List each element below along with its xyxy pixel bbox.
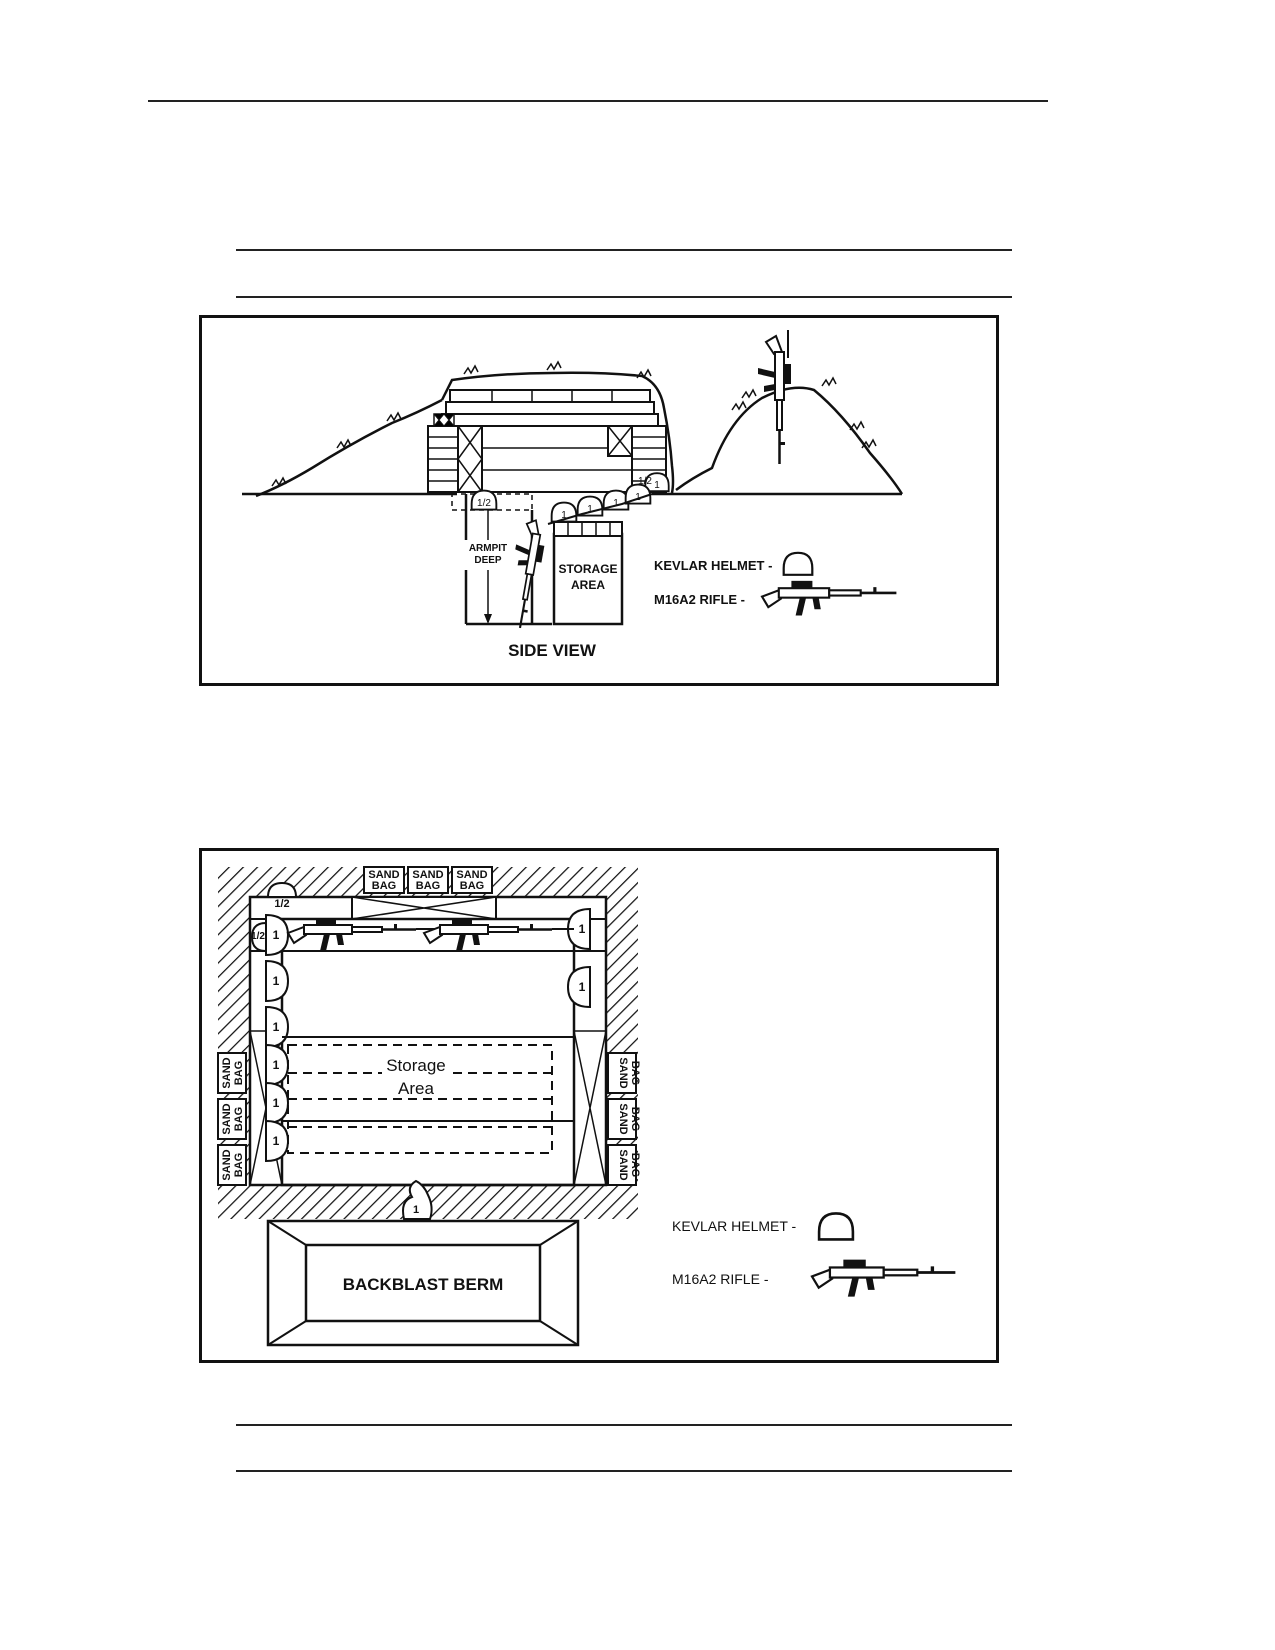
side-mark-1c: 1 <box>613 498 619 509</box>
side-storage-label-1: STORAGE <box>558 562 617 576</box>
top-legend-rifle-icon <box>810 1258 957 1298</box>
top-sandbag-2-l1: SAND <box>412 869 443 881</box>
right-sandbag-2-l2: BAG <box>629 1107 641 1131</box>
bottom-rule-1 <box>236 1424 1012 1426</box>
armpit-label-1: ARMPIT <box>469 543 507 554</box>
left-sandbag-3-l2: BAG <box>233 1153 245 1177</box>
top-mark-half-1: 1/2 <box>274 898 289 910</box>
right-sandbag-1-l2: BAG <box>629 1061 641 1085</box>
left-mark-6: 1 <box>273 1134 280 1148</box>
top-legend-helmet-icon <box>817 1212 855 1241</box>
top-sandbag-2-l2: BAG <box>416 880 440 892</box>
left-mark-2: 1 <box>273 974 280 988</box>
side-mark-half-2: 1/2 <box>638 476 652 487</box>
top-sandbag-3-l1: SAND <box>456 869 487 881</box>
right-sandbag-3-l2: BAG <box>629 1153 641 1177</box>
entrance-mark: 1 <box>413 1204 419 1216</box>
left-sandbag-2-l1: SAND <box>221 1103 233 1134</box>
side-mark-1d: 1 <box>635 492 641 503</box>
top-view-panel: SAND BAG SAND BAG SAND BAG SAND BAG SAND… <box>199 848 999 1363</box>
side-legend-rifle-icon <box>760 579 898 617</box>
side-view-diagram: 1 ARMPIT DEEP 1/2 1 1 1 1 1/2 STORAGE AR… <box>242 330 904 660</box>
side-mark-ground: 1 <box>654 480 660 491</box>
right-mark-1: 1 <box>579 922 586 936</box>
left-sandbag-3-l1: SAND <box>221 1149 233 1180</box>
left-sandbag-1-l2: BAG <box>233 1061 245 1085</box>
left-sandbag-1-l1: SAND <box>221 1057 233 1088</box>
side-legend-helmet: KEVLAR HELMET - <box>654 558 772 573</box>
top-legend-helmet: KEVLAR HELMET - <box>672 1218 797 1234</box>
top-view-diagram: SAND BAG SAND BAG SAND BAG SAND BAG SAND… <box>217 866 957 1347</box>
top-sandbag-1-l2: BAG <box>372 880 396 892</box>
top-rule-1 <box>236 249 1012 251</box>
top-storage-label-2: Area <box>398 1079 434 1098</box>
top-storage-label-1: Storage <box>386 1056 446 1075</box>
side-storage-label-2: AREA <box>571 578 605 592</box>
side-mark-1b: 1 <box>587 504 593 515</box>
right-sandbag-3-l1: SAND <box>617 1149 629 1180</box>
header-rule <box>148 100 1048 102</box>
left-mark-4: 1 <box>273 1058 280 1072</box>
left-sandbag-2-l2: BAG <box>233 1107 245 1131</box>
top-rule-2 <box>236 296 1012 298</box>
side-legend-helmet-icon <box>782 551 814 576</box>
top-mark-half-2: 1/2 <box>251 931 265 942</box>
right-mark-2: 1 <box>579 980 586 994</box>
backblast-berm-label: BACKBLAST BERM <box>343 1275 504 1294</box>
side-mark-half-1: 1/2 <box>477 498 491 509</box>
side-mark-1a: 1 <box>561 510 567 521</box>
bottom-rule-2 <box>236 1470 1012 1472</box>
top-sandbag-3-l2: BAG <box>460 880 484 892</box>
right-sandbag-1-l1: SAND <box>617 1057 629 1088</box>
top-legend-rifle: M16A2 RIFLE - <box>672 1271 769 1287</box>
right-sandbag-2-l1: SAND <box>617 1103 629 1134</box>
side-view-caption: SIDE VIEW <box>508 641 597 660</box>
armpit-label-2: DEEP <box>474 555 502 566</box>
left-mark-3: 1 <box>273 1020 280 1034</box>
top-sandbag-1-l1: SAND <box>368 869 399 881</box>
side-view-panel: 1 ARMPIT DEEP 1/2 1 1 1 1 1/2 STORAGE AR… <box>199 315 999 686</box>
left-mark-5: 1 <box>273 1096 280 1110</box>
left-mark-1: 1 <box>273 928 280 942</box>
side-legend-rifle: M16A2 RIFLE - <box>654 592 745 607</box>
